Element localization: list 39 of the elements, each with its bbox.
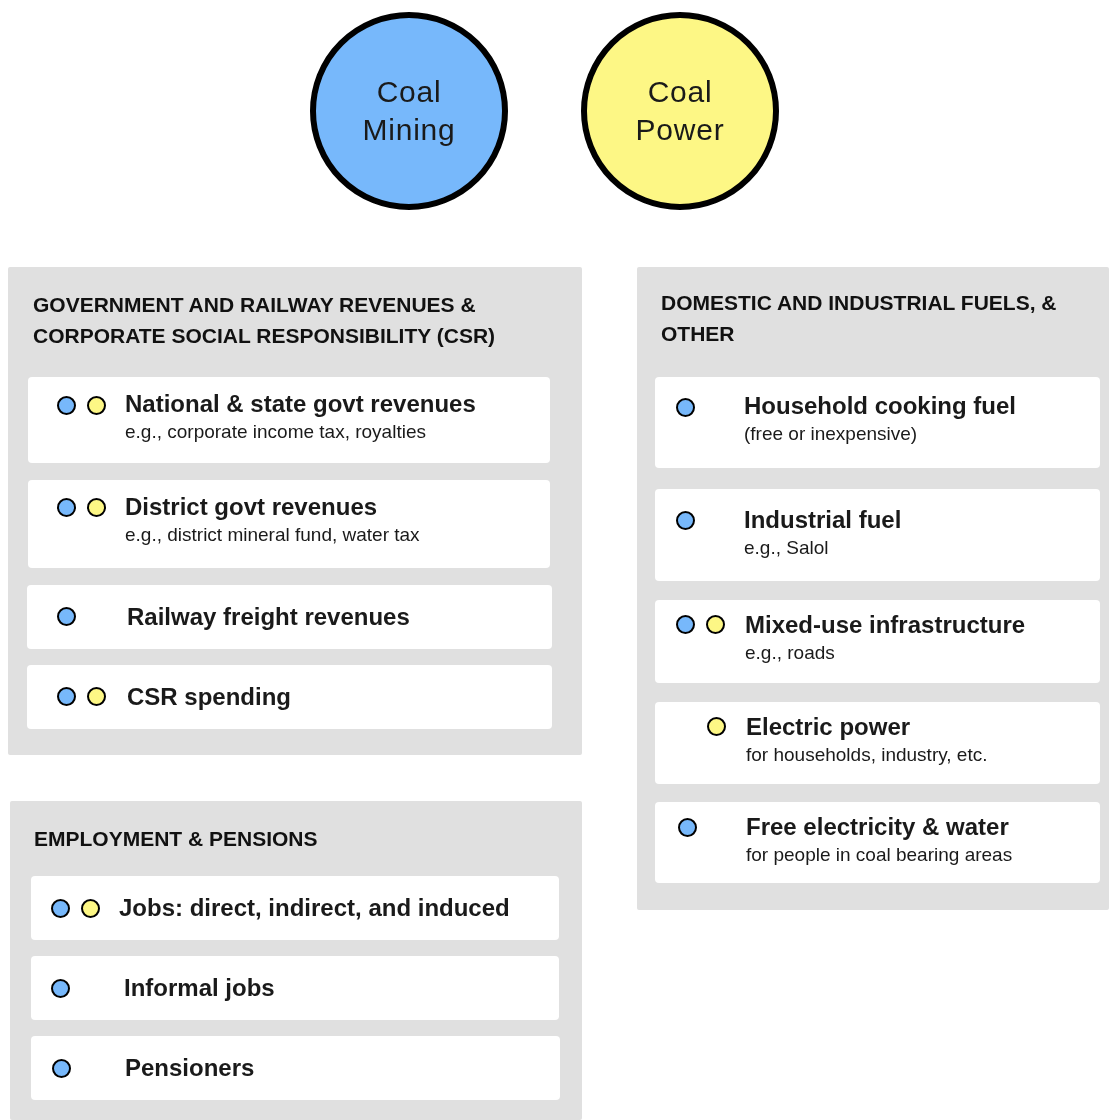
item-card <box>31 956 559 1020</box>
item-title: Household cooking fuel <box>744 391 1016 421</box>
item-card <box>655 489 1100 581</box>
item-description: e.g., Salol <box>744 536 830 560</box>
item-card <box>655 702 1100 784</box>
circle-label: Coal Mining <box>361 74 457 148</box>
category-panel <box>8 267 582 755</box>
item-card <box>655 600 1100 683</box>
item-card <box>28 480 550 568</box>
circle-label: Coal Power <box>634 74 726 148</box>
item-title: Free electricity & water <box>746 812 1010 842</box>
item-card <box>27 585 552 649</box>
item-description: e.g., roads <box>745 641 836 665</box>
item-description: e.g., district mineral fund, water tax <box>125 523 420 547</box>
panel-heading: EMPLOYMENT & PENSIONS <box>34 826 319 852</box>
panel-heading: GOVERNMENT AND RAILWAY REVENUES & CORPORATE SOCIAL RESPONSIBILITY (CSR) <box>33 292 497 349</box>
item-title: Electric power <box>746 712 912 742</box>
item-card <box>28 377 550 463</box>
item-title: Mixed-use infrastructure <box>745 610 1026 640</box>
item-card <box>655 377 1100 468</box>
category-panel <box>637 267 1109 910</box>
item-description: (free or inexpensive) <box>744 422 919 446</box>
item-description: for people in coal bearing areas <box>746 843 1013 867</box>
item-description: e.g., corporate income tax, royalties <box>125 420 427 444</box>
item-card <box>31 876 559 940</box>
panel-heading: DOMESTIC AND INDUSTRIAL FUELS, & OTHER <box>661 290 1058 347</box>
category-panel <box>10 801 582 1120</box>
item-title: Informal jobs <box>124 973 275 1003</box>
item-description: for households, industry, etc. <box>746 743 988 767</box>
item-title: National & state govt revenues <box>125 389 476 419</box>
item-title: CSR spending <box>127 682 291 712</box>
item-title: Railway freight revenues <box>127 602 410 632</box>
item-title: District govt revenues <box>125 492 379 522</box>
item-title: Pensioners <box>125 1053 255 1083</box>
item-title: Industrial fuel <box>744 505 902 535</box>
item-card <box>655 802 1100 883</box>
item-card <box>27 665 552 729</box>
item-card <box>31 1036 560 1100</box>
item-title: Jobs: direct, indirect, and induced <box>119 893 510 923</box>
